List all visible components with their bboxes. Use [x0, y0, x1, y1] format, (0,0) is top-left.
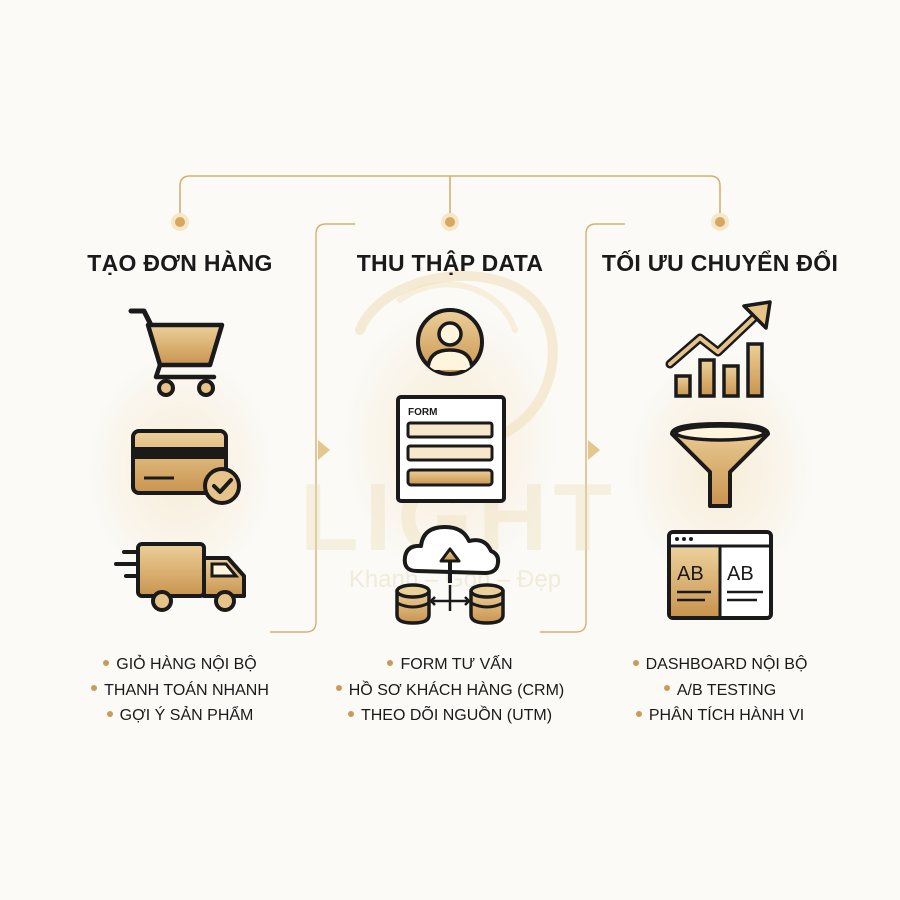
credit-card-check-icon	[130, 428, 245, 510]
list-item: HỒ SƠ KHÁCH HÀNG (CRM)	[320, 678, 580, 704]
form-icon-label: FORM	[408, 407, 437, 418]
list-item: A/B TESTING	[610, 678, 830, 704]
feature-list-create-order: GIỎ HÀNG NỘI BỘ THANH TOÁN NHANH GỢI Ý S…	[70, 652, 290, 729]
column-title-create-order: TẠO ĐƠN HÀNG	[87, 250, 273, 276]
column-title-collect-data: THU THẬP DATA	[356, 250, 544, 276]
divider-left	[270, 223, 355, 633]
cloud-database-icon	[395, 515, 507, 627]
bullet-dot	[387, 659, 394, 666]
form-icon: FORM	[396, 395, 506, 503]
divider-right	[540, 223, 625, 633]
delivery-truck-icon	[112, 540, 252, 615]
feature-list-optimize-conversion: DASHBOARD NỘI BỘ A/B TESTING PHÂN TÍCH H…	[610, 652, 830, 729]
list-item: PHÂN TÍCH HÀNH VI	[610, 703, 830, 729]
node-dot-center	[441, 213, 459, 231]
list-item: FORM TƯ VẤN	[320, 652, 580, 678]
bullet-dot	[103, 659, 110, 666]
ab-label-a: AB	[677, 563, 704, 585]
bullet-dot	[91, 685, 98, 692]
node-dot-left	[171, 213, 189, 231]
watermark-swirl-inner	[397, 281, 518, 333]
list-item: DASHBOARD NỘI BỘ	[610, 652, 830, 678]
column-title-optimize-conversion: TỐI ƯU CHUYỂN ĐỔI	[601, 250, 839, 276]
bullet-dot	[635, 710, 642, 717]
list-item: THEO DÕI NGUỒN (UTM)	[320, 703, 580, 729]
bullet-dot	[632, 659, 639, 666]
ab-label-b: AB	[727, 563, 754, 585]
funnel-icon	[668, 420, 772, 512]
bullet-dot	[106, 710, 113, 717]
list-item: THANH TOÁN NHANH	[70, 678, 290, 704]
divider-left-arrow-icon	[318, 440, 330, 460]
divider-right-arrow-icon	[588, 440, 600, 460]
bullet-dot	[335, 685, 342, 692]
list-item: GỢI Ý SẢN PHẨM	[70, 703, 290, 729]
node-dot-right	[711, 213, 729, 231]
shopping-cart-icon	[126, 305, 226, 400]
list-item: GIỎ HÀNG NỘI BỘ	[70, 652, 290, 678]
user-profile-icon	[414, 306, 486, 378]
bullet-dot	[663, 685, 670, 692]
feature-list-collect-data: FORM TƯ VẤN HỒ SƠ KHÁCH HÀNG (CRM) THEO …	[320, 652, 580, 729]
ab-test-window-icon: AB AB	[667, 530, 773, 620]
growth-chart-icon	[665, 300, 776, 400]
bullet-dot	[347, 710, 354, 717]
